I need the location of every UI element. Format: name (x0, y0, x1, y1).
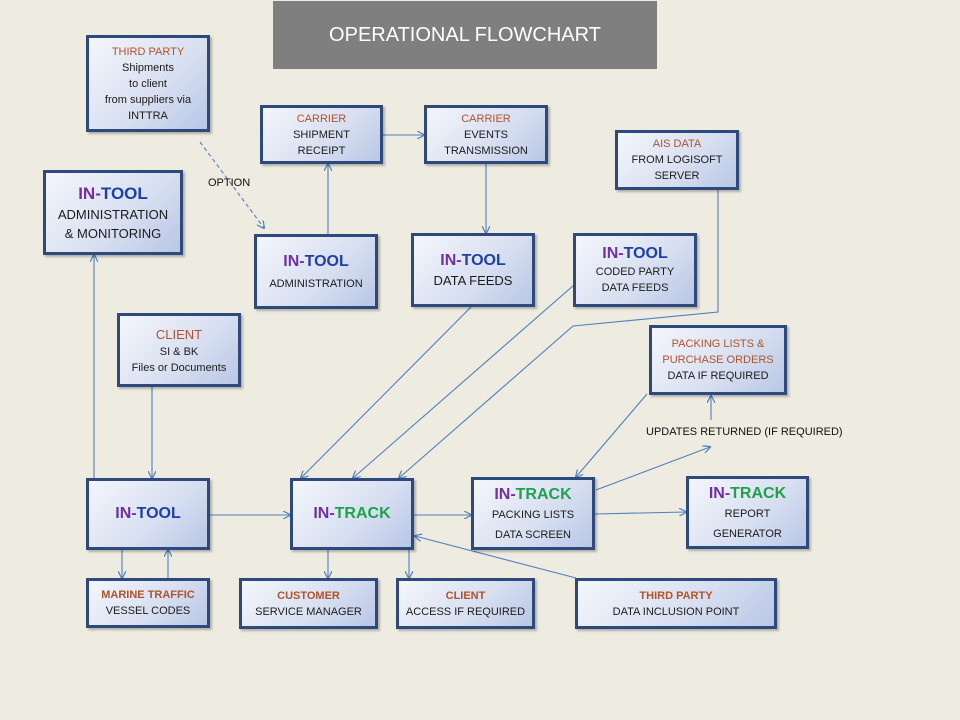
intool-admin-title: IN-TOOL (283, 252, 349, 270)
arrow-packing-lists-to-screen (576, 393, 648, 477)
third-party-line-2: Shipments (122, 61, 174, 74)
intrack-packing-line-3: DATA SCREEN (495, 528, 571, 541)
box-carrier-events-transmission: CARRIER EVENTS TRANSMISSION (424, 105, 548, 164)
customer-service-heading: CUSTOMER (277, 589, 340, 602)
arrow-packing-to-updates (595, 447, 710, 491)
ais-line-2: FROM LOGISOFT (631, 154, 723, 166)
carrier-events-heading: CARRIER (461, 112, 511, 125)
third-party-line-3: to client (129, 77, 167, 90)
intool-coded-line-3: DATA FEEDS (601, 282, 669, 294)
intool-coded-line-2: CODED PARTY (595, 266, 675, 278)
carrier-receipt-heading: CARRIER (296, 112, 347, 125)
intool-admin-mon-line-3: & MONITORING (64, 225, 162, 241)
flowchart-title: OPERATIONAL FLOWCHART (273, 1, 657, 69)
client-si-heading: CLIENT (155, 326, 203, 342)
box-third-party-shipments: THIRD PARTY Shipments to client from sup… (86, 35, 210, 132)
box-intool-administration: IN-TOOL ADMINISTRATION (254, 234, 378, 309)
carrier-receipt-line-3: RECEIPT (297, 144, 346, 157)
carrier-events-line-3: TRANSMISSION (444, 144, 528, 157)
updates-returned-label: UPDATES RETURNED (IF REQUIRED) (646, 426, 843, 438)
box-intool-admin-monitoring: IN-TOOL ADMINISTRATION & MONITORING (43, 170, 183, 255)
box-ais-data: AIS DATA FROM LOGISOFT SERVER (615, 130, 739, 190)
arrow-ais-to-intrack (399, 189, 719, 478)
arrow-packing-to-report (594, 512, 686, 514)
third-party-line-4: from suppliers via (104, 93, 192, 106)
box-third-party-inclusion: THIRD PARTY DATA INCLUSION POINT (575, 578, 777, 629)
box-client-si-bk: CLIENT SI & BK Files or Documents (117, 313, 241, 387)
intrack-main-title: IN-TRACK (313, 505, 391, 522)
intool-feeds-title: IN-TOOL (440, 251, 506, 269)
box-carrier-shipment-receipt: CARRIER SHIPMENT RECEIPT (260, 105, 383, 164)
box-intrack-report-generator: IN-TRACK REPORT GENERATOR (686, 476, 809, 549)
intool-feeds-line-2: DATA FEEDS (433, 272, 513, 288)
box-packing-lists-purchase-orders: PACKING LISTS & PURCHASE ORDERS DATA IF … (649, 325, 787, 395)
intool-main-title: IN-TOOL (115, 505, 181, 522)
arrow-third-party-to-intrack (415, 536, 577, 579)
third-party-heading: THIRD PARTY (111, 45, 185, 58)
box-client-access: CLIENT ACCESS IF REQUIRED (396, 578, 535, 629)
third-party-inclusion-heading: THIRD PARTY (639, 589, 713, 602)
box-intool-data-feeds: IN-TOOL DATA FEEDS (411, 233, 535, 307)
arrow-feeds-to-intrack (301, 305, 473, 478)
carrier-receipt-line-2: SHIPMENT (293, 128, 350, 141)
box-customer-service: CUSTOMER SERVICE MANAGER (239, 578, 378, 629)
client-si-line-2: SI & BK (159, 345, 199, 358)
intool-admin-mon-title: IN-TOOL (78, 183, 148, 203)
intrack-packing-title: IN-TRACK (494, 485, 572, 503)
intrack-report-line-2: REPORT (724, 507, 771, 520)
marine-traffic-heading: MARINE TRAFFIC (101, 589, 195, 601)
intool-coded-title: IN-TOOL (602, 245, 668, 262)
arrow-option (199, 141, 264, 228)
client-access-heading: CLIENT (445, 589, 486, 602)
ais-heading: AIS DATA (652, 138, 702, 150)
box-intool-main: IN-TOOL (86, 478, 210, 550)
box-marine-traffic: MARINE TRAFFIC VESSEL CODES (86, 578, 210, 628)
arrow-coded-to-intrack (353, 284, 575, 478)
third-party-line-5: INTTRA (128, 109, 168, 122)
intool-admin-mon-line-2: ADMINISTRATION (57, 206, 169, 222)
box-intool-coded-party: IN-TOOL CODED PARTY DATA FEEDS (573, 233, 697, 307)
packing-lists-line-2: PURCHASE ORDERS (662, 354, 774, 366)
intool-admin-line-2: ADMINISTRATION (269, 277, 363, 290)
ais-line-3: SERVER (654, 170, 700, 182)
option-label: OPTION (208, 177, 251, 189)
intrack-report-title: IN-TRACK (708, 484, 787, 502)
customer-service-line-2: SERVICE MANAGER (255, 605, 362, 618)
intrack-packing-line-2: PACKING LISTS (491, 508, 575, 521)
box-intrack-main: IN-TRACK (290, 478, 414, 550)
packing-lists-heading: PACKING LISTS & (671, 338, 765, 350)
client-si-line-3: Files or Documents (131, 361, 227, 374)
intrack-report-line-3: GENERATOR (713, 527, 782, 540)
marine-traffic-line-2: VESSEL CODES (105, 605, 191, 617)
packing-lists-line-3: DATA IF REQUIRED (667, 370, 769, 382)
carrier-events-line-2: EVENTS (463, 128, 508, 141)
third-party-inclusion-line-2: DATA INCLUSION POINT (612, 605, 740, 618)
client-access-line-2: ACCESS IF REQUIRED (405, 605, 526, 618)
box-intrack-packing-screen: IN-TRACK PACKING LISTS DATA SCREEN (471, 477, 595, 550)
